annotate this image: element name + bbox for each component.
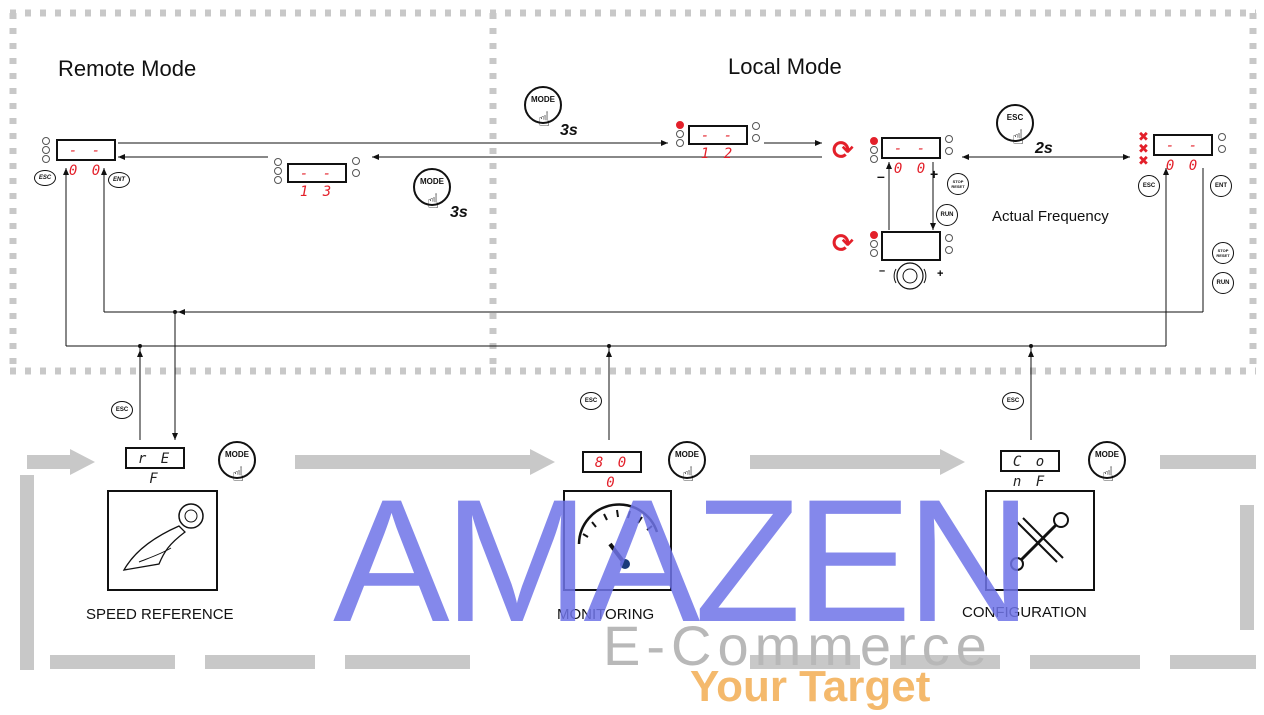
esc-button[interactable]: ESC <box>111 401 133 419</box>
remote-mode-title: Remote Mode <box>58 56 196 82</box>
local-main-display: - - 0 0 <box>881 137 941 159</box>
ref-display: r E F <box>125 447 185 469</box>
stop-reset-button[interactable]: STOP RESET <box>1212 242 1234 264</box>
local-edit-leds <box>870 231 878 258</box>
run-button[interactable]: RUN <box>1212 272 1234 294</box>
speed-reference-icon <box>107 490 218 591</box>
remote-display: - - 0 0 <box>56 139 116 161</box>
press-hand-icon: ☝ <box>1012 128 1024 148</box>
remote-mid-right-leds <box>352 157 360 181</box>
minus-sign: – <box>877 168 885 184</box>
local-edit-display <box>881 231 941 261</box>
esc-button[interactable]: ESC <box>580 392 602 410</box>
remote-mid-leds <box>274 158 282 185</box>
press-hand-icon: ☝ <box>427 192 439 212</box>
hold-time-label: 2s <box>1035 140 1053 158</box>
actual-frequency-label: Actual Frequency <box>992 208 1109 225</box>
ent-button[interactable]: ENT <box>108 172 130 188</box>
led-off-icon: ✖ <box>1138 155 1149 167</box>
esc-button[interactable]: ESC <box>1138 175 1160 197</box>
remote-leds <box>42 137 50 164</box>
press-hand-icon: ☝ <box>1102 465 1114 485</box>
hold-time-label: 3s <box>450 204 468 222</box>
esc-button[interactable]: ESC <box>34 170 56 186</box>
ent-button[interactable]: ENT <box>1210 175 1232 197</box>
rotate-icon: ⟳ <box>832 230 854 256</box>
press-hand-icon: ☝ <box>232 465 244 485</box>
run-button[interactable]: RUN <box>936 204 958 226</box>
svg-text:–: – <box>879 265 885 277</box>
esc-button[interactable]: ESC <box>1002 392 1024 410</box>
mode-frames <box>10 13 1256 371</box>
local-top-leds <box>676 121 684 148</box>
watermark-tagline: Your Target <box>690 665 930 709</box>
remote-mid-display: - - 1 3 <box>287 163 347 183</box>
speed-reference-label: SPEED REFERENCE <box>86 606 234 623</box>
local-top-display: - - 1 2 <box>688 125 748 145</box>
local-edit-right-leds <box>945 234 953 258</box>
svg-text:+: + <box>937 268 943 280</box>
hold-time-label: 3s <box>560 122 578 140</box>
local-main-right-leds <box>945 135 953 159</box>
local-top-right-leds <box>752 122 760 146</box>
plus-sign: + <box>930 166 938 182</box>
rotate-icon: ⟳ <box>832 137 854 163</box>
right-display: - - 0 0 <box>1153 134 1213 156</box>
jog-dial-icon: – + <box>876 261 948 291</box>
local-mode-title: Local Mode <box>728 54 842 80</box>
local-main-leds <box>870 137 878 164</box>
stop-reset-button[interactable]: STOP RESET <box>947 173 969 195</box>
press-hand-icon: ☝ <box>538 110 550 130</box>
right-display-leds <box>1218 133 1226 157</box>
